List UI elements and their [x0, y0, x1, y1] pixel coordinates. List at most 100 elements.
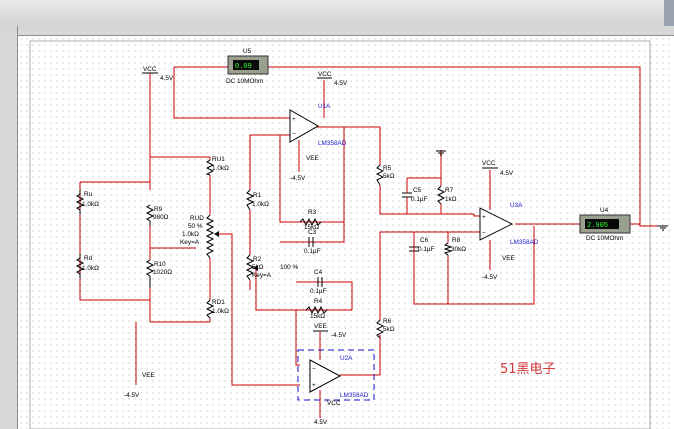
- svg-text:DC 10MOhm: DC 10MOhm: [226, 78, 263, 85]
- svg-text:U4: U4: [600, 207, 609, 214]
- resistor-r3[interactable]: R3 15kΩ: [299, 209, 322, 231]
- schematic-canvas[interactable]: [18, 36, 674, 429]
- capacitor-c3[interactable]: C3 0.1µF: [304, 229, 321, 255]
- svg-text:R8: R8: [452, 237, 461, 244]
- svg-text:1kΩ: 1kΩ: [445, 196, 457, 203]
- potentiometer-rud[interactable]: RUD 50 % 1.0kΩ Key=A: [180, 214, 219, 259]
- toolbar-edge: [664, 0, 674, 26]
- svg-text:-4.5V: -4.5V: [124, 392, 140, 399]
- watermark-text: 51黑电子: [500, 362, 556, 377]
- svg-text:+: +: [482, 214, 486, 221]
- svg-text:R2: R2: [253, 256, 262, 263]
- capacitor-c6[interactable]: C6 0.1µF: [409, 237, 435, 255]
- svg-text:C5: C5: [413, 187, 422, 194]
- svg-text:R7: R7: [445, 187, 454, 194]
- svg-text:R6: R6: [383, 318, 392, 325]
- multimeter-u5[interactable]: 0.09 U5 DC 10MOhm: [226, 48, 269, 85]
- resistor-r8[interactable]: R8 30kΩ: [443, 237, 466, 256]
- resistor-r9[interactable]: R9 980Ω: [145, 204, 169, 226]
- resistor-ru1[interactable]: RU1 1.0kΩ: [205, 156, 229, 176]
- wiper-arrow-icon: [214, 231, 219, 237]
- svg-text:C6: C6: [420, 237, 429, 244]
- wiper-arrow-icon: [253, 265, 258, 271]
- svg-text:0.1µF: 0.1µF: [310, 288, 327, 295]
- svg-text:U2A: U2A: [340, 355, 353, 362]
- svg-text:50 %: 50 %: [188, 223, 203, 230]
- resistor-r4[interactable]: R4 15kΩ: [305, 298, 328, 320]
- svg-text:VEE: VEE: [314, 323, 327, 330]
- svg-text:0.1µF: 0.1µF: [418, 246, 435, 253]
- resistor-rd[interactable]: Rd 1.0kΩ: [75, 254, 99, 278]
- svg-text:LM358AD: LM358AD: [318, 140, 347, 147]
- potentiometer-r2[interactable]: R2 5kΩ Key=A 100 %: [245, 254, 298, 281]
- resistor-rd1[interactable]: RD1 1.0kΩ: [205, 299, 229, 319]
- vertical-ruler: [0, 26, 18, 429]
- svg-text:5kΩ: 5kΩ: [383, 173, 395, 180]
- svg-text:LM358AD: LM358AD: [340, 392, 369, 399]
- svg-text:VCC: VCC: [482, 160, 496, 167]
- svg-text:C4: C4: [314, 269, 323, 276]
- svg-text:0.09: 0.09: [235, 63, 252, 71]
- svg-text:1020Ω: 1020Ω: [153, 269, 172, 276]
- svg-text:U3A: U3A: [510, 202, 523, 209]
- svg-text:980Ω: 980Ω: [153, 214, 169, 221]
- svg-text:U5: U5: [243, 48, 252, 55]
- svg-text:Key=A: Key=A: [180, 239, 200, 246]
- svg-text:100 %: 100 %: [280, 264, 298, 271]
- svg-text:-4.5V: -4.5V: [482, 274, 498, 281]
- resistor-ru[interactable]: Ru 1.0kΩ: [75, 190, 99, 214]
- svg-text:RUD: RUD: [190, 215, 204, 222]
- resistor-r5[interactable]: R5 5kΩ: [375, 164, 395, 186]
- svg-text:VCC: VCC: [143, 66, 157, 73]
- svg-text:5kΩ: 5kΩ: [252, 264, 264, 271]
- resistor-r1[interactable]: R1 1.0kΩ: [245, 189, 269, 211]
- svg-text:VCC: VCC: [318, 71, 332, 78]
- svg-text:1.0kΩ: 1.0kΩ: [212, 165, 229, 172]
- svg-text:1.0kΩ: 1.0kΩ: [82, 265, 99, 272]
- svg-text:-4.5V: -4.5V: [290, 175, 306, 182]
- ground-symbol: [436, 150, 668, 231]
- svg-text:1.0kΩ: 1.0kΩ: [82, 201, 99, 208]
- capacitor-c5[interactable]: C5 0.1µF: [402, 186, 428, 204]
- svg-text:R9: R9: [154, 206, 163, 213]
- svg-text:R3: R3: [308, 209, 317, 216]
- svg-text:VCC: VCC: [327, 400, 341, 407]
- svg-text:VEE: VEE: [306, 155, 319, 162]
- svg-text:1.0kΩ: 1.0kΩ: [212, 308, 229, 315]
- capacitor-c4[interactable]: C4 0.1µF: [310, 269, 327, 295]
- svg-text:4.5V: 4.5V: [160, 75, 174, 82]
- svg-text:15kΩ: 15kΩ: [310, 313, 325, 320]
- svg-text:R5: R5: [383, 165, 392, 172]
- svg-text:R4: R4: [314, 298, 323, 305]
- svg-text:+: +: [312, 382, 316, 389]
- svg-text:RU1: RU1: [212, 156, 225, 163]
- svg-text:0.1µF: 0.1µF: [304, 248, 321, 255]
- svg-text:−: −: [312, 366, 316, 373]
- opamp-u2a[interactable]: − + U2A LM358AD: [297, 349, 375, 401]
- svg-text:Key=A: Key=A: [252, 272, 272, 279]
- resistor-r10[interactable]: R10 1020Ω: [145, 259, 172, 288]
- selection-box: [297, 349, 375, 401]
- svg-text:Rd: Rd: [84, 255, 93, 262]
- power-labels: VCC 4.5V VCC 4.5V VEE -4.5V VCC 4.5V VEE…: [124, 66, 515, 426]
- opamp-u1a[interactable]: +− U1A LM358AD: [289, 103, 347, 147]
- svg-text:4.5V: 4.5V: [314, 419, 328, 426]
- svg-text:LM358AD: LM358AD: [510, 239, 539, 246]
- svg-text:Ru: Ru: [84, 191, 93, 198]
- svg-text:U1A: U1A: [318, 103, 331, 110]
- opamp-u3a[interactable]: +− U3A LM358AD: [479, 202, 539, 246]
- svg-text:4.5V: 4.5V: [500, 170, 514, 177]
- svg-text:-4.5V: -4.5V: [331, 332, 347, 339]
- svg-text:R1: R1: [253, 192, 262, 199]
- svg-text:R10: R10: [154, 261, 166, 268]
- resistor-r6[interactable]: R6 5kΩ: [375, 318, 395, 339]
- svg-text:C3: C3: [308, 229, 317, 236]
- svg-text:0.1µF: 0.1µF: [411, 196, 428, 203]
- resistor-r7[interactable]: R7 1kΩ: [436, 185, 457, 205]
- svg-text:5kΩ: 5kΩ: [383, 326, 395, 333]
- multimeter-u4[interactable]: 2.905 U4 DC 10MOhm: [579, 207, 631, 242]
- svg-text:VEE: VEE: [142, 372, 155, 379]
- svg-text:30kΩ: 30kΩ: [451, 246, 466, 253]
